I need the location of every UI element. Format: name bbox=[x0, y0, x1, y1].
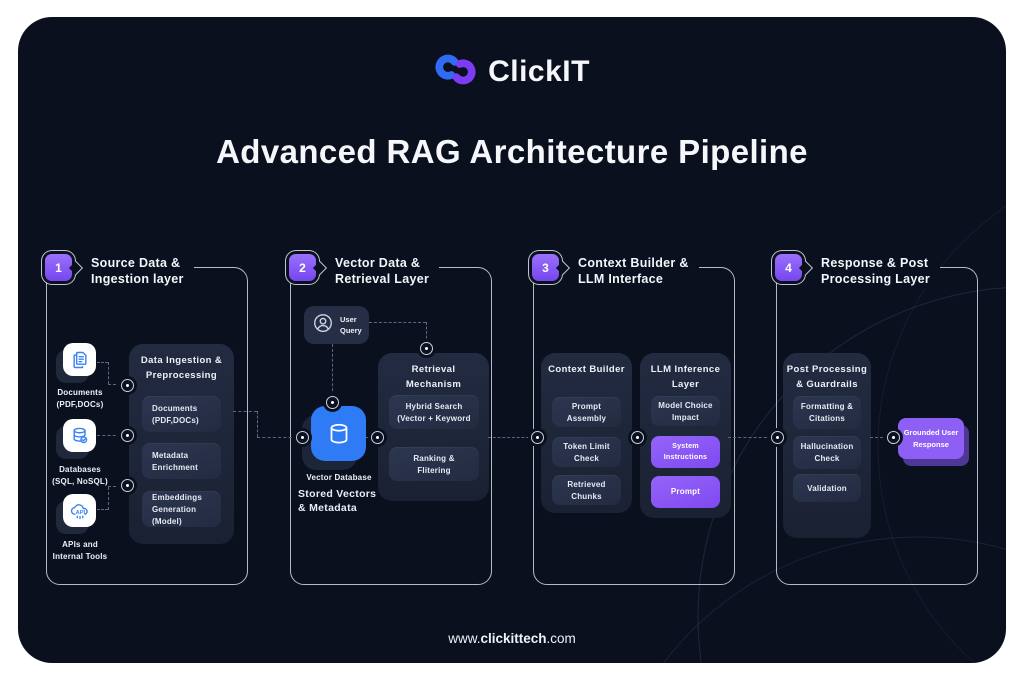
panel-item-hybrid-search: Hybrid Search (Vector + Keyword bbox=[389, 395, 479, 429]
panel-item-retrieved-chunks: Retrieved Chunks bbox=[552, 475, 621, 505]
grounded-response-label: Grounded User Response bbox=[898, 418, 964, 459]
context-builder-title: Context Builder bbox=[548, 364, 625, 375]
panel-item-hallucination: Hallucination Check bbox=[793, 436, 861, 469]
section-vector-data: 2 Vector Data & Retrieval Layer User Que… bbox=[289, 254, 492, 585]
user-query-label: User Query bbox=[340, 314, 362, 335]
section-1-title: Source Data & Ingestion layer bbox=[81, 255, 194, 289]
page-title: Advanced RAG Architecture Pipeline bbox=[216, 133, 808, 170]
section-response-post: 4 Response & Post Processing Layer Post … bbox=[775, 254, 978, 585]
databases-source bbox=[56, 419, 96, 459]
llm-inference-panel: LLM Inference Layer Model Choice Impact … bbox=[640, 353, 731, 518]
retrieval-mechanism-panel: Retrieval Mechanism Hybrid Search (Vecto… bbox=[378, 353, 489, 501]
clickit-logo-icon bbox=[434, 53, 478, 91]
section-3-badge: 3 bbox=[532, 254, 559, 281]
apis-label: APIs and Internal Tools bbox=[52, 540, 108, 562]
connector-line bbox=[108, 486, 121, 487]
connector-line bbox=[97, 435, 121, 436]
connector-line bbox=[257, 437, 297, 438]
section-2-badge: 2 bbox=[289, 254, 316, 281]
section-source-data: 1 Source Data & Ingestion layer Document… bbox=[45, 254, 248, 585]
api-icon: API bbox=[63, 494, 96, 527]
connector-line bbox=[369, 322, 426, 323]
user-icon bbox=[312, 312, 334, 339]
connector-node bbox=[296, 431, 309, 444]
connector-node bbox=[371, 431, 384, 444]
connector-line bbox=[366, 437, 372, 438]
connector-line bbox=[108, 362, 109, 384]
context-builder-panel: Context Builder Prompt Assembly Token Li… bbox=[541, 353, 632, 513]
connector-node bbox=[121, 429, 134, 442]
retrieval-panel-title: Retrieval Mechanism bbox=[405, 364, 462, 390]
svg-text:API: API bbox=[75, 509, 85, 515]
documents-label: Documents (PDF,DOCs) bbox=[56, 388, 104, 410]
section-4-badge: 4 bbox=[775, 254, 802, 281]
user-query-card: User Query bbox=[304, 306, 369, 344]
connector-node bbox=[771, 431, 784, 444]
connector-line bbox=[108, 487, 109, 510]
databases-label: Databases (SQL, NoSQL) bbox=[52, 465, 108, 487]
panel-item-prompt-assembly: Prompt Assembly bbox=[552, 397, 621, 427]
panel-item-validation: Validation bbox=[793, 474, 861, 502]
panel-item-ranking: Ranking & Flitering bbox=[389, 447, 479, 481]
connector-node bbox=[420, 342, 433, 355]
section-1-badge: 1 bbox=[45, 254, 72, 281]
connector-line bbox=[97, 509, 108, 510]
vector-database bbox=[302, 406, 366, 470]
logo: ClickIT bbox=[18, 53, 1006, 91]
connector-line bbox=[108, 384, 121, 385]
url-domain: clickittech bbox=[480, 631, 547, 646]
panel-item-model-choice: Model Choice Impact bbox=[651, 396, 720, 426]
brand-name: ClickIT bbox=[488, 55, 590, 88]
connector-line bbox=[97, 362, 108, 363]
connector-node bbox=[531, 431, 544, 444]
database-cylinder-icon bbox=[311, 406, 366, 461]
data-ingestion-panel: Data Ingestion & Preprocessing Documents… bbox=[129, 344, 234, 544]
connector-line bbox=[870, 437, 888, 438]
vector-database-label: Vector Database bbox=[306, 473, 372, 482]
section-4-title: Response & Post Processing Layer bbox=[811, 255, 941, 289]
apis-source: API bbox=[56, 494, 96, 534]
panel-item-formatting: Formatting & Citations bbox=[793, 396, 861, 429]
connector-line bbox=[233, 411, 257, 412]
website-url: www.clickittech.com bbox=[18, 631, 1006, 646]
documents-source bbox=[56, 343, 96, 383]
post-processing-title: Post Processing & Guardrails bbox=[786, 364, 868, 390]
connector-node bbox=[887, 431, 900, 444]
connector-line bbox=[488, 437, 534, 438]
diagram-canvas: ClickIT Advanced RAG Architecture Pipeli… bbox=[18, 17, 1006, 663]
connector-node bbox=[121, 379, 134, 392]
panel-item-metadata-enrichment: Metadata Enrichment bbox=[142, 443, 221, 479]
url-suffix: .com bbox=[546, 631, 576, 646]
data-ingestion-panel-title: Data Ingestion & Preprocessing bbox=[140, 355, 223, 381]
panel-item-prompt: Prompt bbox=[651, 476, 720, 508]
documents-icon bbox=[63, 343, 96, 376]
section-context-builder: 3 Context Builder & LLM Interface Contex… bbox=[532, 254, 735, 585]
panel-item-embeddings: Embeddings Generation (Model) bbox=[142, 491, 221, 527]
stored-vectors-label: Stored Vectors & Metadata bbox=[298, 488, 377, 515]
post-processing-panel: Post Processing & Guardrails Formatting … bbox=[783, 353, 871, 538]
connector-node bbox=[631, 431, 644, 444]
section-2-title: Vector Data & Retrieval Layer bbox=[325, 255, 440, 289]
connector-line bbox=[257, 411, 258, 437]
connector-node bbox=[121, 479, 134, 492]
section-3-title: Context Builder & LLM Interface bbox=[568, 255, 699, 289]
url-prefix: www. bbox=[448, 631, 481, 646]
connector-line bbox=[728, 437, 772, 438]
connector-line bbox=[332, 344, 333, 396]
connector-line bbox=[426, 322, 427, 343]
panel-item-system-instructions: System Instructions bbox=[651, 436, 720, 468]
llm-inference-title: LLM Inference Layer bbox=[650, 364, 721, 390]
panel-item-token-limit: Token Limit Check bbox=[552, 437, 621, 467]
connector-node bbox=[326, 396, 339, 409]
panel-item-documents: Documents (PDF,DOCs) bbox=[142, 396, 221, 432]
grounded-response-card: Grounded User Response bbox=[898, 418, 969, 466]
database-icon bbox=[63, 419, 96, 452]
